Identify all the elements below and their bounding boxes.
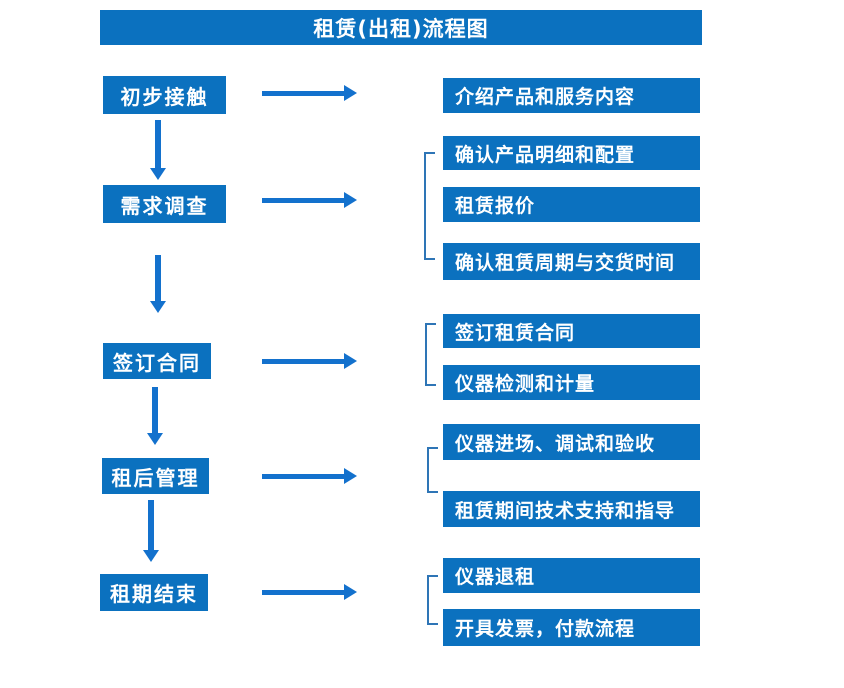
detail-confirm-rental-period-delivery: 确认租赁周期与交货时间 bbox=[443, 243, 700, 280]
arrow-head bbox=[344, 192, 357, 208]
step-initial-contact: 初步接触 bbox=[103, 76, 226, 114]
right-arrow-icon bbox=[262, 85, 357, 101]
detail-rental-quotation: 租赁报价 bbox=[443, 187, 700, 222]
flowchart-title: 租赁(出租)流程图 bbox=[100, 10, 702, 45]
arrow-shaft bbox=[262, 474, 345, 479]
arrow-head bbox=[143, 550, 159, 562]
arrow-head bbox=[147, 433, 163, 445]
down-arrow-icon bbox=[143, 500, 159, 562]
detail-instrument-setup-acceptance: 仪器进场、调试和验收 bbox=[443, 424, 700, 460]
arrow-shaft bbox=[155, 255, 161, 301]
step-sign-contract: 签订合同 bbox=[103, 343, 211, 379]
arrow-shaft bbox=[262, 359, 345, 364]
detail-introduce-products-services: 介绍产品和服务内容 bbox=[443, 78, 700, 113]
arrow-head bbox=[344, 353, 357, 369]
down-arrow-icon bbox=[147, 387, 163, 445]
step-post-rental-management: 租后管理 bbox=[102, 458, 209, 494]
arrow-shaft bbox=[155, 120, 161, 168]
arrow-shaft bbox=[262, 590, 345, 595]
right-arrow-icon bbox=[262, 584, 357, 600]
group-bracket bbox=[424, 152, 435, 260]
group-bracket bbox=[427, 447, 438, 493]
arrow-head bbox=[150, 301, 166, 313]
down-arrow-icon bbox=[150, 255, 166, 313]
detail-instrument-return: 仪器退租 bbox=[443, 558, 700, 593]
detail-instrument-testing-metering: 仪器检测和计量 bbox=[443, 365, 700, 400]
step-rental-end: 租期结束 bbox=[100, 574, 208, 611]
right-arrow-icon bbox=[262, 353, 357, 369]
arrow-shaft bbox=[262, 198, 345, 203]
down-arrow-icon bbox=[150, 120, 166, 180]
detail-technical-support-guidance: 租赁期间技术支持和指导 bbox=[443, 491, 700, 527]
detail-invoice-payment-process: 开具发票，付款流程 bbox=[443, 609, 700, 646]
arrow-head bbox=[344, 85, 357, 101]
detail-sign-rental-contract: 签订租赁合同 bbox=[443, 314, 700, 348]
group-bracket bbox=[425, 323, 436, 386]
group-bracket bbox=[427, 575, 438, 625]
detail-confirm-product-details-config: 确认产品明细和配置 bbox=[443, 136, 700, 170]
arrow-head bbox=[150, 168, 166, 180]
arrow-shaft bbox=[152, 387, 158, 433]
step-demand-survey: 需求调查 bbox=[103, 185, 226, 223]
arrow-head bbox=[344, 468, 357, 484]
arrow-shaft bbox=[148, 500, 154, 550]
right-arrow-icon bbox=[262, 192, 357, 208]
arrow-head bbox=[344, 584, 357, 600]
right-arrow-icon bbox=[262, 468, 357, 484]
arrow-shaft bbox=[262, 91, 345, 96]
